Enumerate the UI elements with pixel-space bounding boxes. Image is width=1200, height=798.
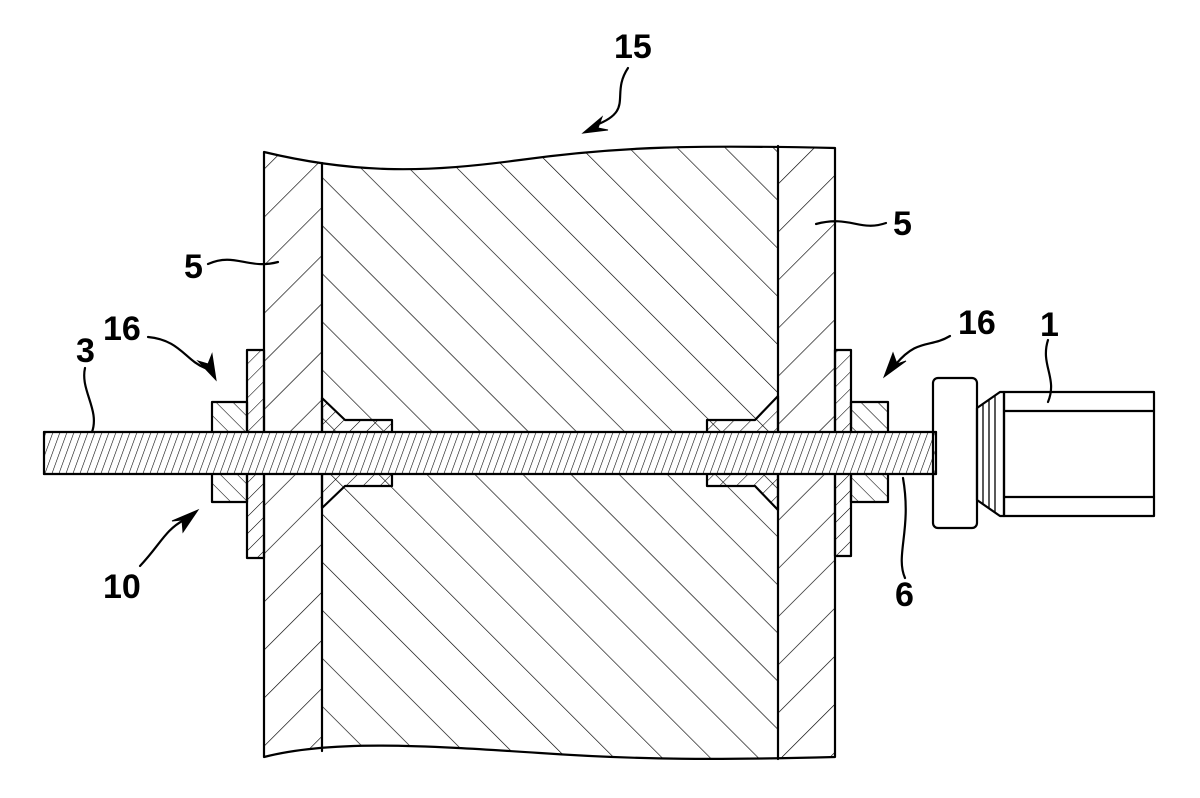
label-rod-end: 6	[895, 576, 914, 614]
label-facing-left: 5	[184, 248, 203, 286]
tool-flange	[931, 376, 979, 530]
leader-lines	[83, 66, 1053, 580]
label-tool: 1	[1040, 306, 1059, 344]
setting-tool	[931, 376, 1156, 530]
threaded-rod	[42, 430, 938, 476]
tool-taper	[975, 390, 1006, 518]
wall-outline	[262, 145, 837, 761]
label-rod: 3	[76, 332, 95, 370]
label-anchor: 10	[103, 568, 141, 606]
label-fastener-right: 16	[958, 304, 996, 342]
tool-body	[1002, 390, 1156, 518]
label-fastener-left: 16	[103, 310, 141, 348]
reference-numerals: 15 5 5 16 16 3 1 10 6	[76, 28, 1059, 614]
label-assembly: 15	[614, 28, 652, 66]
label-facing-right: 5	[893, 205, 912, 243]
